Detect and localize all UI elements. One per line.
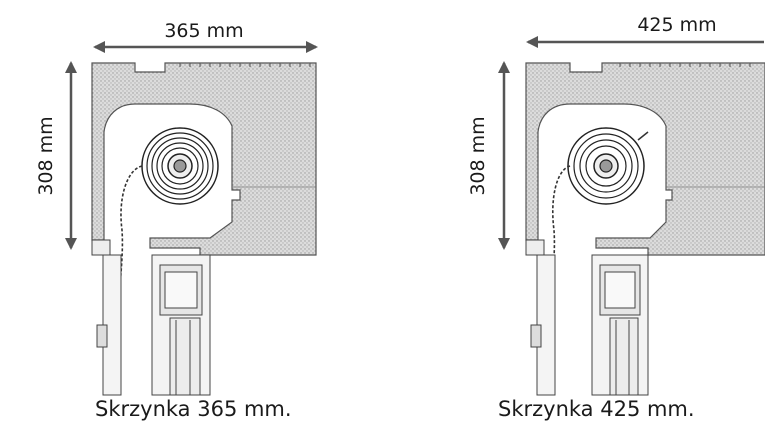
roller-drum	[567, 127, 645, 205]
top-ribs	[179, 63, 311, 67]
top-ribs	[619, 63, 751, 67]
caption-425: Skrzynka 425 mm.	[498, 397, 695, 421]
shutter-curtain	[117, 165, 143, 355]
window-frame	[525, 239, 649, 396]
insulation-housing	[525, 62, 765, 256]
roller-box-365-drawing: 365 mm 308 mm	[35, 20, 318, 396]
clearance-marker	[637, 131, 649, 141]
roller-box-425-panel: 425 mm 308 mm	[380, 0, 765, 439]
roller-box-365-panel: 365 mm 308 mm	[0, 0, 380, 439]
roller-box-425-drawing: 425 mm 308 mm	[467, 14, 765, 396]
width-dimension-label: 425 mm	[637, 14, 716, 36]
window-frame	[91, 239, 211, 396]
height-dimension-label: 308 mm	[35, 116, 57, 195]
width-dimension-label: 365 mm	[164, 20, 243, 42]
height-dimension-label: 308 mm	[467, 116, 489, 195]
roller-drum	[141, 127, 219, 205]
caption-365: Skrzynka 365 mm.	[95, 397, 292, 421]
insulation-housing	[91, 62, 317, 256]
